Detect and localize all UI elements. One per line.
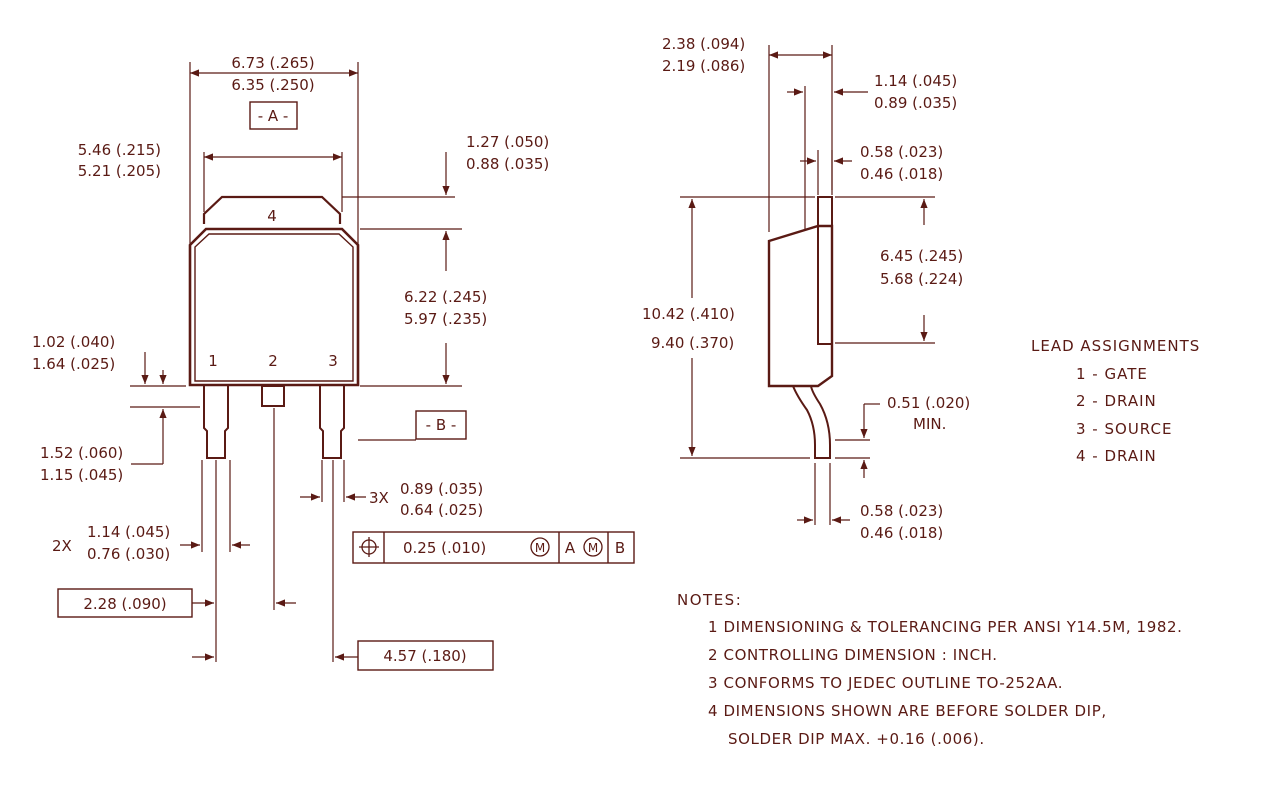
lead-standoff-value: 0.51 (.020) — [887, 394, 970, 412]
fcf-modifier-1: M — [535, 541, 545, 555]
pitch-value: 2.28 (.090) — [83, 595, 166, 613]
note-item: 4 DIMENSIONS SHOWN ARE BEFORE SOLDER DIP… — [708, 702, 1107, 720]
lead-thickness-min: 0.46 (.018) — [860, 524, 943, 542]
pitch-double-value: 4.57 (.180) — [383, 647, 466, 665]
body-width-max: 6.73 (.265) — [231, 54, 314, 72]
fcf-tolerance: 0.25 (.010) — [403, 539, 486, 557]
side-view: 2.38 (.094) 2.19 (.086) 1.14 (.045) 0.89… — [642, 35, 970, 542]
fcf-modifier-2: M — [588, 541, 598, 555]
body-inner-bevel — [194, 233, 354, 382]
tab-outline — [202, 195, 342, 224]
tab-length-min: 5.68 (.224) — [880, 270, 963, 288]
overall-height-min: 9.40 (.370) — [651, 334, 734, 352]
lead-width-max: 0.89 (.035) — [400, 480, 483, 498]
front-dimension-lines — [131, 69, 450, 661]
body-height-min: 5.97 (.235) — [404, 310, 487, 328]
lead-1 — [203, 386, 229, 459]
lead-2-stub — [261, 385, 285, 407]
datum-b-box — [415, 410, 467, 440]
front-extension-lines — [130, 62, 462, 662]
lead-assignments-title: LEAD ASSIGNMENTS — [1031, 337, 1200, 355]
side-extension-lines — [680, 45, 935, 525]
feature-control-frame: 0.25 (.010) M A M B — [352, 531, 635, 564]
side-tab-outline — [817, 196, 833, 345]
notes-title: NOTES: — [677, 591, 742, 609]
pitch-box — [57, 588, 193, 618]
body-width-min: 6.35 (.250) — [231, 76, 314, 94]
shoulder-width-max: 1.14 (.045) — [87, 523, 170, 541]
datum-b-label: - B - — [426, 416, 457, 434]
fcf-datum-a: A — [565, 539, 576, 557]
lead-assignment-item: 2 - DRAIN — [1076, 392, 1157, 410]
tab-length-max: 6.45 (.245) — [880, 247, 963, 265]
mmc-circle-icon-2 — [583, 537, 603, 557]
tab-metal-thickness-max: 0.58 (.023) — [860, 143, 943, 161]
side-dimension-lines — [688, 51, 928, 524]
body-offset-min: 0.89 (.035) — [874, 94, 957, 112]
pin-3-label: 3 — [328, 352, 338, 370]
tab-width-min: 5.21 (.205) — [78, 162, 161, 180]
fcf-datum-b: B — [615, 539, 625, 557]
mmc-circle-icon — [530, 537, 550, 557]
total-thickness-max: 2.38 (.094) — [662, 35, 745, 53]
body-offset-max: 1.14 (.045) — [874, 72, 957, 90]
pin-2-label: 2 — [268, 352, 278, 370]
datum-a-box — [249, 101, 298, 130]
lead-assignments: LEAD ASSIGNMENTS 1 - GATE 2 - DRAIN 3 - … — [1031, 337, 1200, 465]
tab-width-max: 5.46 (.215) — [78, 141, 161, 159]
shoulder-width-prefix: 2X — [52, 537, 72, 555]
lead-offset-min: 1.64 (.025) — [32, 355, 115, 373]
note-item: 2 CONTROLLING DIMENSION : INCH. — [708, 646, 998, 664]
tab-thickness-max: 1.27 (.050) — [466, 133, 549, 151]
position-symbol-icon — [359, 537, 379, 557]
lead-3 — [319, 386, 345, 459]
notes: NOTES: 1 DIMENSIONING & TOLERANCING PER … — [677, 591, 1183, 748]
lead-assignment-item: 1 - GATE — [1076, 365, 1148, 383]
lead-shoulder-max: 1.52 (.060) — [40, 444, 123, 462]
side-lead — [792, 385, 831, 459]
overall-height-max: 10.42 (.410) — [642, 305, 735, 323]
pin-1-label: 1 — [208, 352, 218, 370]
tab-thickness-min: 0.88 (.035) — [466, 155, 549, 173]
lead-width-prefix: 3X — [369, 489, 389, 507]
lead-offset-max: 1.02 (.040) — [32, 333, 115, 351]
tab-metal-thickness-min: 0.46 (.018) — [860, 165, 943, 183]
note-item: 1 DIMENSIONING & TOLERANCING PER ANSI Y1… — [708, 618, 1183, 636]
lead-assignment-item: 4 - DRAIN — [1076, 447, 1157, 465]
lead-width-min: 0.64 (.025) — [400, 501, 483, 519]
lead-shoulder-min: 1.15 (.045) — [40, 466, 123, 484]
tab-number-label: 4 — [267, 207, 277, 225]
lead-thickness-max: 0.58 (.023) — [860, 502, 943, 520]
body-height-max: 6.22 (.245) — [404, 288, 487, 306]
total-thickness-min: 2.19 (.086) — [662, 57, 745, 75]
lead-standoff-note: MIN. — [913, 415, 946, 433]
note-item: 3 CONFORMS TO JEDEC OUTLINE TO-252AA. — [708, 674, 1063, 692]
front-view: 4 1 2 3 — [32, 54, 635, 671]
datum-a-label: - A - — [258, 107, 289, 125]
pitch-double-box — [357, 640, 494, 671]
note-item-continuation: SOLDER DIP MAX. +0.16 (.006). — [728, 730, 985, 748]
lead-assignment-item: 3 - SOURCE — [1076, 420, 1172, 438]
body-outline — [188, 227, 360, 387]
side-body-outline — [767, 224, 834, 388]
shoulder-width-min: 0.76 (.030) — [87, 545, 170, 563]
